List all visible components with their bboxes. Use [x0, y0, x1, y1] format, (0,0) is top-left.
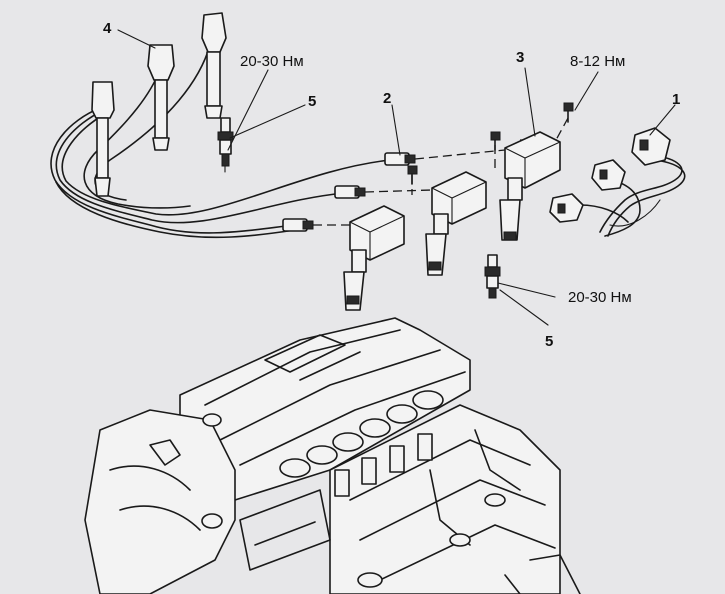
callout-3: 3	[516, 49, 524, 66]
torque-label-plug-top: 20-30 Нм	[240, 53, 304, 70]
callout-1: 1	[672, 91, 680, 108]
callout-5-top: 5	[308, 93, 316, 110]
spark-plug-lead-front	[91, 81, 115, 197]
coil-bolt-middle	[490, 131, 501, 151]
coil-bolt-right	[563, 102, 574, 123]
coil-connector-harness	[549, 127, 686, 237]
callout-5-bottom: 5	[545, 333, 553, 350]
wire-terminal-middle	[334, 185, 366, 199]
torque-label-plug-bottom: 20-30 Нм	[568, 289, 632, 306]
torque-label-coil-bolt: 8-12 Нм	[570, 53, 625, 70]
leader-lines	[117, 29, 676, 326]
spark-plug-lead-rear	[201, 12, 227, 119]
spark-plug-lead-middle	[147, 44, 175, 151]
coil-bolt-left	[407, 165, 418, 185]
spark-plug-top	[217, 117, 234, 173]
hv-wire-harness	[50, 44, 391, 239]
wire-terminal-lower	[282, 218, 314, 232]
callout-2: 2	[383, 90, 391, 107]
spark-plug-bottom	[484, 254, 501, 299]
callout-labels: 4 20-30 Нм 5 2 3 8-12 Нм 1 20-30 Нм 5	[103, 20, 680, 350]
ignition-coil-right	[499, 131, 561, 241]
ignition-coil-left	[343, 205, 405, 311]
ignition-coil-middle	[425, 171, 487, 276]
engine-block-illustration	[84, 317, 581, 594]
callout-4: 4	[103, 20, 112, 37]
